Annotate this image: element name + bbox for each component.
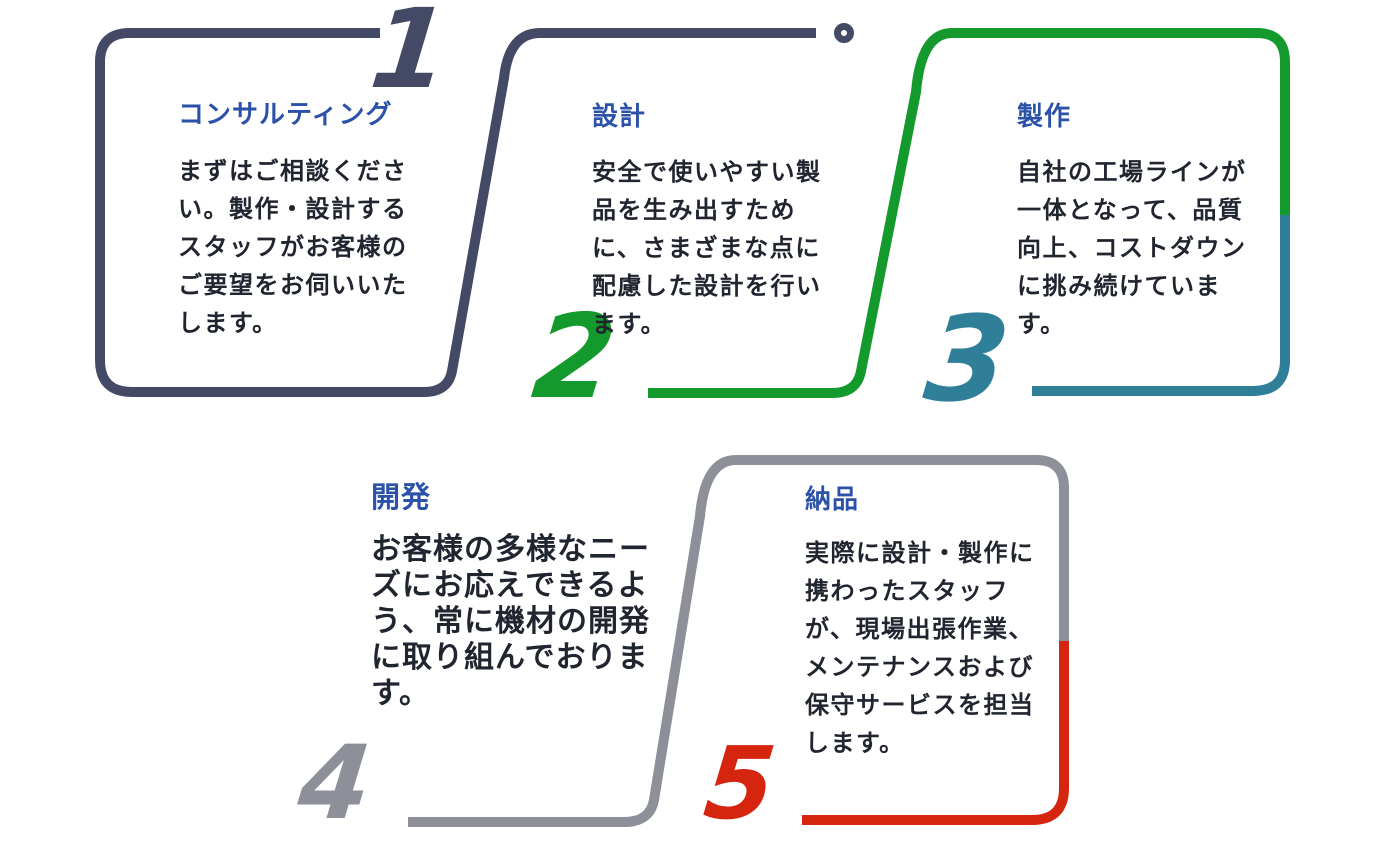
step2-description: 安全で使いやすい製 品を生み出すため に、さまざまな点に 配慮した設計を行い ま… (592, 153, 822, 343)
step4-description: お客様の多様なニー ズにお応えできるよ う、常に機材の開発 に取り組んでおりま … (371, 532, 650, 712)
step4-description-line: ズにお応えできるよ (371, 568, 649, 603)
step4-description-line: に取り組んでおりま (371, 640, 649, 675)
step1-title: コンサルティング (178, 100, 393, 130)
step1-description-line: スタッフがお客様の (178, 232, 408, 261)
step2-description-line: ます。 (592, 309, 667, 338)
step2-description-line: 安全で使いやすい製 (592, 157, 822, 186)
step3-description-line: に挑み続けていま (1017, 271, 1221, 300)
ribbon-step5-red-path (802, 641, 1069, 825)
step3-description-line: 自社の工場ラインが (1017, 157, 1247, 186)
step1-number: 1 (365, 0, 454, 113)
step4-description-line: う、常に機材の開発 (371, 604, 650, 639)
step4-title: 開発 (371, 480, 432, 514)
step5-description-line: 携わったスタッフ (805, 576, 1009, 605)
ribbon-step3-teal-path (1032, 215, 1290, 396)
ribbon-step4-gray-path (408, 455, 1069, 827)
step1-description: まずはご相談くださ い。製作・設計する スタッフがお客様の ご要望をお伺いいた … (178, 152, 408, 342)
step3-description: 自社の工場ラインが 一体となって、品質 向上、コストダウン に挑み続けていま す… (1017, 153, 1247, 343)
step3-description-line: 向上、コストダウン (1017, 233, 1247, 262)
step1-description-line: します。 (178, 308, 278, 337)
step2-description-line: 品を生み出すため (592, 195, 796, 224)
ribbon-step2-green-path (648, 28, 1290, 398)
connector-dot-icon (834, 23, 854, 43)
step3-title: 製作 (1017, 102, 1072, 132)
step5-description-line: メンテナンスおよび (805, 652, 1035, 681)
step3-description-line: 一体となって、品質 (1017, 195, 1244, 224)
step1-description-line: まずはご相談くださ (178, 156, 408, 185)
step3-description-line: す。 (1017, 309, 1066, 338)
ribbon-step1-navy-path (95, 28, 816, 397)
step1-description-line: い。製作・設計する (178, 194, 408, 223)
step5-title: 納品 (805, 485, 860, 515)
step1-description-line: ご要望をお伺いいた (178, 270, 408, 299)
step5-description-line: が、現場出張作業、 (805, 614, 1035, 643)
step4-number: 4 (293, 724, 375, 843)
step4-description-line: お客様の多様なニー (371, 532, 650, 567)
step5-number: 5 (699, 725, 780, 842)
step2-description-line: 配慮した設計を行い (592, 271, 822, 300)
step5-description: 実際に設計・製作に 携わったスタッフ が、現場出張作業、 メンテナンスおよび 保… (805, 534, 1035, 762)
step5-description-line: 実際に設計・製作に (805, 538, 1035, 567)
step4-description-line: す。 (371, 676, 430, 711)
step5-description-line: します。 (805, 728, 905, 757)
step5-description-line: 保守サービスを担当 (805, 690, 1035, 719)
step2-title: 設計 (592, 102, 647, 132)
step2-description-line: に、さまざまな点に (592, 233, 821, 262)
step3-number: 3 (918, 290, 1014, 428)
